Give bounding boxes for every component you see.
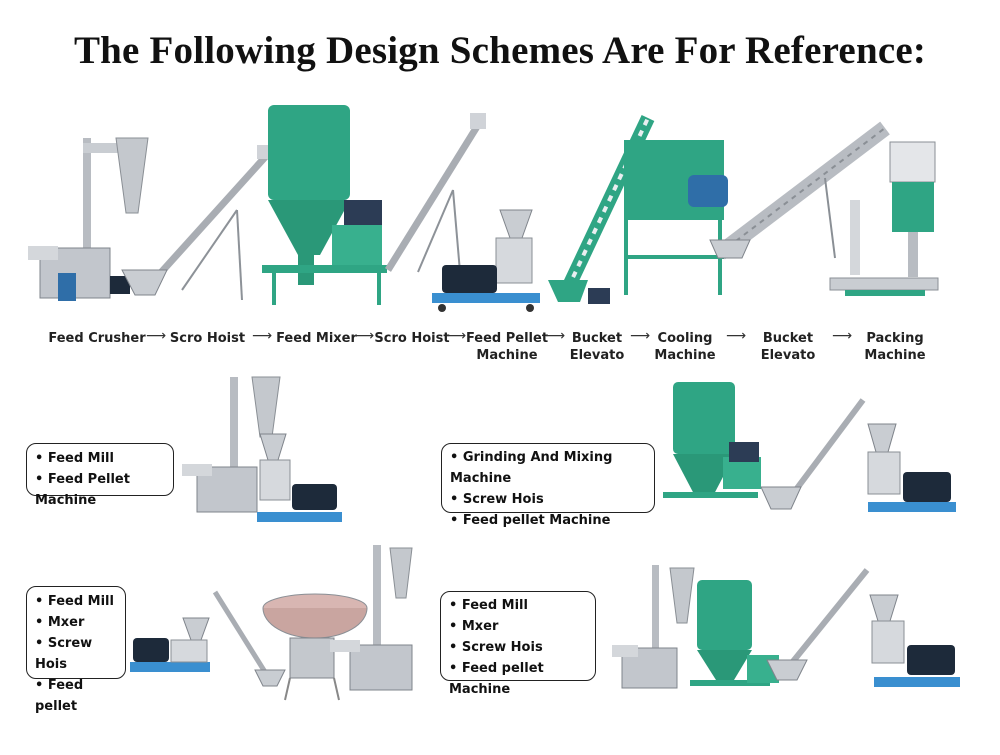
- feed-mixer-illustration: [262, 105, 387, 305]
- screw-hoist-illustration: [121, 145, 273, 301]
- scheme-2-list: Grinding And Mixing Machine Screw Hois F…: [441, 443, 655, 528]
- scheme-3-item: Feed pellet: [35, 675, 117, 717]
- flow-step-feed-crusher: Feed Crusher: [48, 331, 146, 346]
- scheme-3-item: Mxer: [35, 612, 117, 633]
- page-title: The Following Design Schemes Are For Ref…: [73, 29, 927, 72]
- screw-hoist-2-illustration: [385, 113, 486, 273]
- scheme-4-illustration: [612, 565, 960, 689]
- flow-arrow: ⟶: [146, 328, 167, 344]
- scheme-3-list: Feed Mill Mxer Screw Hois Feed pellet: [26, 586, 126, 714]
- scheme-2-item: Feed pellet Machine: [450, 510, 646, 531]
- scheme-1-list: Feed Mill Feed Pellet Machine: [26, 443, 174, 508]
- packing-machine-illustration: [829, 141, 939, 296]
- flow-step-feed-mixer: Feed Mixer: [276, 331, 357, 346]
- flow-arrow: ⟶: [545, 328, 566, 344]
- scheme-2-illustration: [663, 382, 956, 512]
- flow-arrow: ⟶: [832, 328, 853, 344]
- flow-step-bucket-elevato-2: Bucket Elevato: [760, 331, 816, 363]
- scheme-4-item: Feed Mill: [449, 595, 587, 616]
- flow-arrow: ⟶: [252, 328, 273, 344]
- scheme-1-item: Feed Pellet Machine: [35, 469, 165, 511]
- cooling-machine-illustration: [624, 140, 728, 295]
- scheme-1-illustration: [182, 376, 342, 522]
- flow-step-scro-hoist: Scro Hoist: [169, 331, 246, 346]
- scheme-3-item: Screw Hois: [35, 633, 117, 675]
- flow-step-feed-pellet-machine: Feed Pellet Machine: [465, 331, 549, 363]
- scheme-2-item: Screw Hois: [450, 489, 646, 510]
- scheme-4-item: Feed pellet Machine: [449, 658, 587, 700]
- flow-step-scro-hoist-2: Scro Hoist: [374, 331, 450, 346]
- scheme-4-item: Mxer: [449, 616, 587, 637]
- feed-crusher-illustration: [28, 137, 149, 301]
- flow-arrow: ⟶: [630, 328, 651, 344]
- scheme-4-item: Screw Hois: [449, 637, 587, 658]
- flow-step-packing-machine: Packing Machine: [864, 331, 926, 363]
- scheme-2-item: Grinding And Mixing Machine: [450, 447, 646, 489]
- scheme-3-item: Feed Mill: [35, 591, 117, 612]
- scheme-1-item: Feed Mill: [35, 448, 165, 469]
- flow-arrow: ⟶: [354, 328, 375, 344]
- flow-arrow: ⟶: [726, 328, 747, 344]
- scheme-3-illustration: [130, 545, 413, 701]
- feed-pellet-machine-illustration: [432, 209, 540, 312]
- flow-step-cooling-machine: Cooling Machine: [654, 331, 716, 363]
- scheme-4-list: Feed Mill Mxer Screw Hois Feed pellet Ma…: [440, 591, 596, 697]
- flow-arrow: ⟶: [446, 328, 467, 344]
- bucket-elevator-2-illustration: [709, 121, 890, 260]
- flow-step-bucket-elevato: Bucket Elevato: [569, 331, 625, 363]
